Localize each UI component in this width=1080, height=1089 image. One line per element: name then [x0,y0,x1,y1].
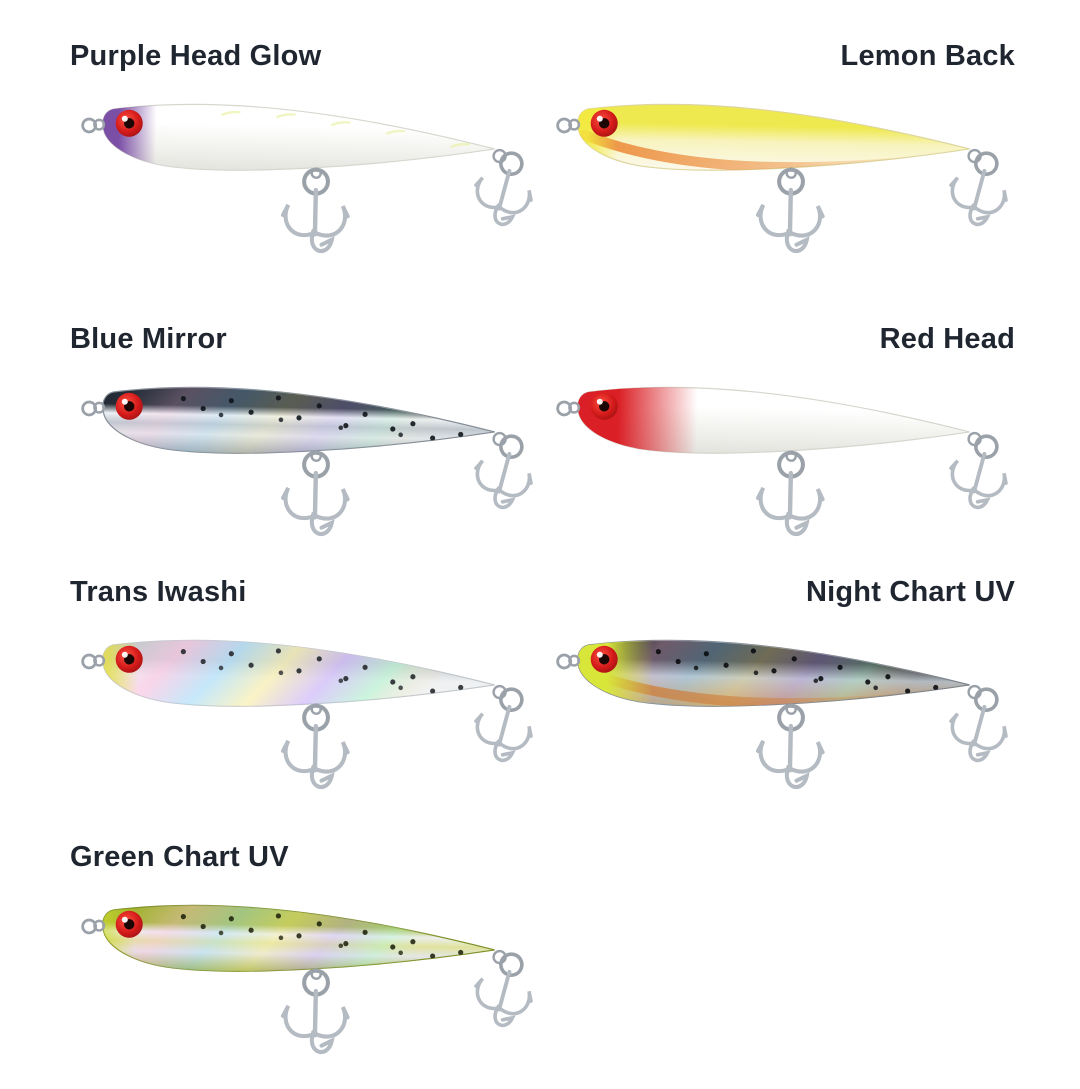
lure-card-trans-iwashi: Trans Iwashi [70,576,542,841]
holo-sheen [102,387,495,454]
lure-photo [70,884,540,1084]
head-tint [576,385,971,460]
treble-hook [474,151,533,227]
lure-graphic [556,385,1008,537]
lure-name-label: Green Chart UV [70,841,289,873]
lure-graphic [81,903,533,1055]
lure-eye [115,393,143,421]
lure-graphic [81,387,533,537]
lure-name-label: Purple Head Glow [70,40,322,72]
flank-dots [180,395,464,442]
treble-hook [474,952,533,1028]
lure-photo [545,366,1015,566]
lure-graphic [556,102,1008,254]
nose-rings [556,400,581,417]
treble-hook [949,687,1008,763]
treble-hook [280,704,350,790]
back-ticks [220,111,470,149]
nose-rings [81,400,106,417]
nose-rings [81,653,106,670]
treble-hook [280,168,350,254]
lure-name-label: Lemon Back [840,40,1015,72]
lure-card-red-head: Red Head [542,323,1015,576]
lure-photo [545,83,1015,283]
lure-eye [590,110,618,138]
lure-photo [70,619,540,819]
head-tint [101,903,496,978]
treble-hook [280,451,350,537]
lure-graphic [556,638,1008,790]
head-tint [576,102,971,177]
nose-rings [556,653,581,670]
treble-hook [755,704,825,790]
lure-eye [590,393,618,421]
lure-eye [115,646,143,674]
treble-hook [949,434,1008,510]
head-tint [101,638,496,713]
head-tint [101,102,496,177]
lure-photo [70,83,540,283]
lure-name-label: Night Chart UV [805,576,1015,608]
lure-graphic [81,638,533,790]
nose-rings [81,918,106,935]
lure-eye [115,110,143,138]
lure-photo [70,366,540,566]
lure-card-night-chart-uv: Night Chart UV [542,576,1015,841]
lure-name-label: Blue Mirror [70,323,227,355]
lure-photo [545,619,1015,819]
lure-card-lemon-back: Lemon Back [542,40,1015,323]
head-tint [576,638,971,713]
treble-hook [949,151,1008,227]
lure-name-label: Trans Iwashi [70,576,247,608]
treble-hook [474,434,533,510]
lure-card-green-chart-uv: Green Chart UV [70,841,542,1080]
nose-rings [81,117,106,134]
treble-hook [280,969,350,1055]
treble-hook [474,687,533,763]
treble-hook [755,168,825,254]
lure-graphic [81,102,533,254]
lure-eye [115,911,143,939]
nose-rings [556,117,581,134]
lure-name-label: Red Head [879,323,1015,355]
lure-eye [590,646,618,674]
lure-card-blue-mirror: Blue Mirror [70,323,542,576]
treble-hook [755,451,825,537]
lure-card-purple-head-glow: Purple Head Glow [70,40,542,323]
